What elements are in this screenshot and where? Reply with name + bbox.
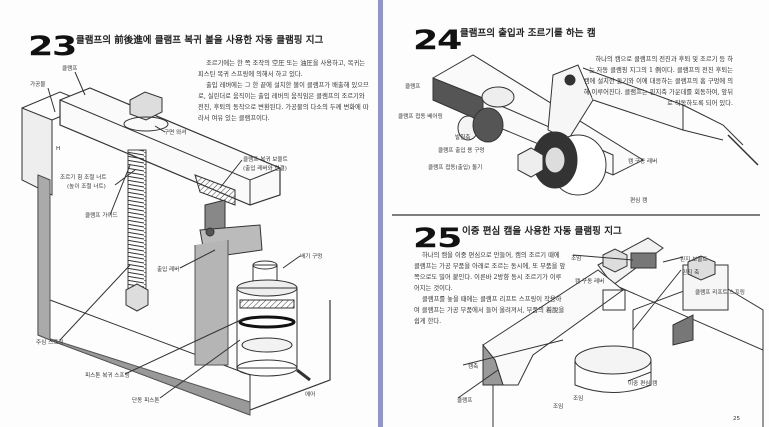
label-nut: 조르기 힘 조절 너트 [60,175,107,181]
description-paragraph: 하나의 캠으로 클램프의 전진과 후퇴 및 조르기 등 하는 자동 클램핑 지그… [583,56,733,107]
label-air: 에어 [305,392,316,398]
label-lift-spring: 클램프 리프트 스프링 [695,290,745,296]
page-number: 25 [733,416,741,422]
cam-illustrations-24-25 [392,54,764,427]
label-exhaust-hole: 배기 구멍 [300,254,323,260]
label-cam-shaft: 캠축 [468,364,479,370]
label-hole: 클램프 출입 용 구멍 [438,148,485,154]
label-shaft: 발침축 [455,135,471,141]
label-piston-return-spring: 피스톤 복귀 스프링 [85,373,130,379]
description-paragraph-1: 하나의 캠을 이중 편심으로 만들어, 캠의 조르기 때에 클램프는 가공 부품… [414,252,566,292]
section-number: 23 [28,31,77,62]
label-pivot-shaft: 핀지 축 [682,270,700,276]
label-protrusion: 클램프 접동(출입) 돌기 [428,165,483,171]
description-paragraph-2: 출입 레버에는 그 한 끝에 설치한 볼이 클램프가 배출해 있으므로, 실린더… [198,82,369,122]
label-clamp: 클램프 [62,66,78,72]
label-cam-lever: 캠 구동 레버 [628,159,658,165]
label-clamp: 클램프 [457,398,473,404]
description-text: 조르기에는 한 쪽 조작의 空圧 또는 油圧을 사용하고, 복귀는 피스틴 복귀… [198,58,370,124]
right-page: 24 클램프의 출입과 조르기를 하는 캠 하나의 캠으로 클램프의 전진과 후… [383,0,769,427]
label-clamp: 클램프 [405,84,421,90]
label-cam-lever: 캠 구동 레버 [575,279,605,285]
section-number: 25 [413,223,462,254]
label-clamp-guide: 클램프 가이드 [85,213,118,219]
label-double-cam: 이중 편심 캠 [628,381,658,387]
label-lever: 출입 레버 [157,267,180,273]
description-text: 하나의 캠을 이중 편심으로 만들어, 캠의 조르기 때에 클램프는 가공 부품… [414,250,566,327]
label-clamp-a: 조임 [553,404,564,410]
page-divider [378,0,383,427]
label-clamp-top: 조임 [571,256,582,262]
description-paragraph-2: 클램프를 놓을 때에는 클램프 리프트 스프링이 작용하여 클램프는 가공 부품… [414,296,565,325]
section-title: 클램프의 출입과 조르기를 하는 캠 [460,28,596,39]
section-title: 이중 편심 캠을 사용한 자동 클램핑 지그 [462,226,622,237]
section-title: 클램프의 前後進에 클램프 복귀 볼을 사용한 자동 클램핑 지그 [76,35,324,46]
label-pivot-bolt: 핀지 보울트 [680,257,708,263]
label-bearing: 클램프 접동 베어링 [398,114,443,120]
section-number: 24 [413,25,462,56]
label-spring: 주심 스프링 [36,340,64,346]
label-clamp-b: 조임 [573,396,584,402]
left-page: 23 클램프의 前後進에 클램프 복귀 볼을 사용한 자동 클램핑 지그 조르기… [0,0,378,427]
label-workpiece: 가공물 [30,82,46,88]
label-return-bolt-sub: (출입 레버와 연결) [243,166,287,172]
label-single-piston: 단동 피스톤 [132,398,160,404]
label-return-bolt: 클램프 복귀 보울트 [243,157,288,163]
label-eccentric-cam: 편심 캠 [630,198,648,204]
label-h: H [56,146,61,152]
clamping-jig-illustration-23 [21,71,331,416]
label-nut-sub: (높이 조절 너트) [67,184,106,190]
description-paragraph-1: 조르기에는 한 쪽 조작의 空圧 또는 油圧을 사용하고, 복귀는 피스틴 복귀… [198,60,366,78]
label-spherical-washer: 구면 와셔 [164,130,187,136]
